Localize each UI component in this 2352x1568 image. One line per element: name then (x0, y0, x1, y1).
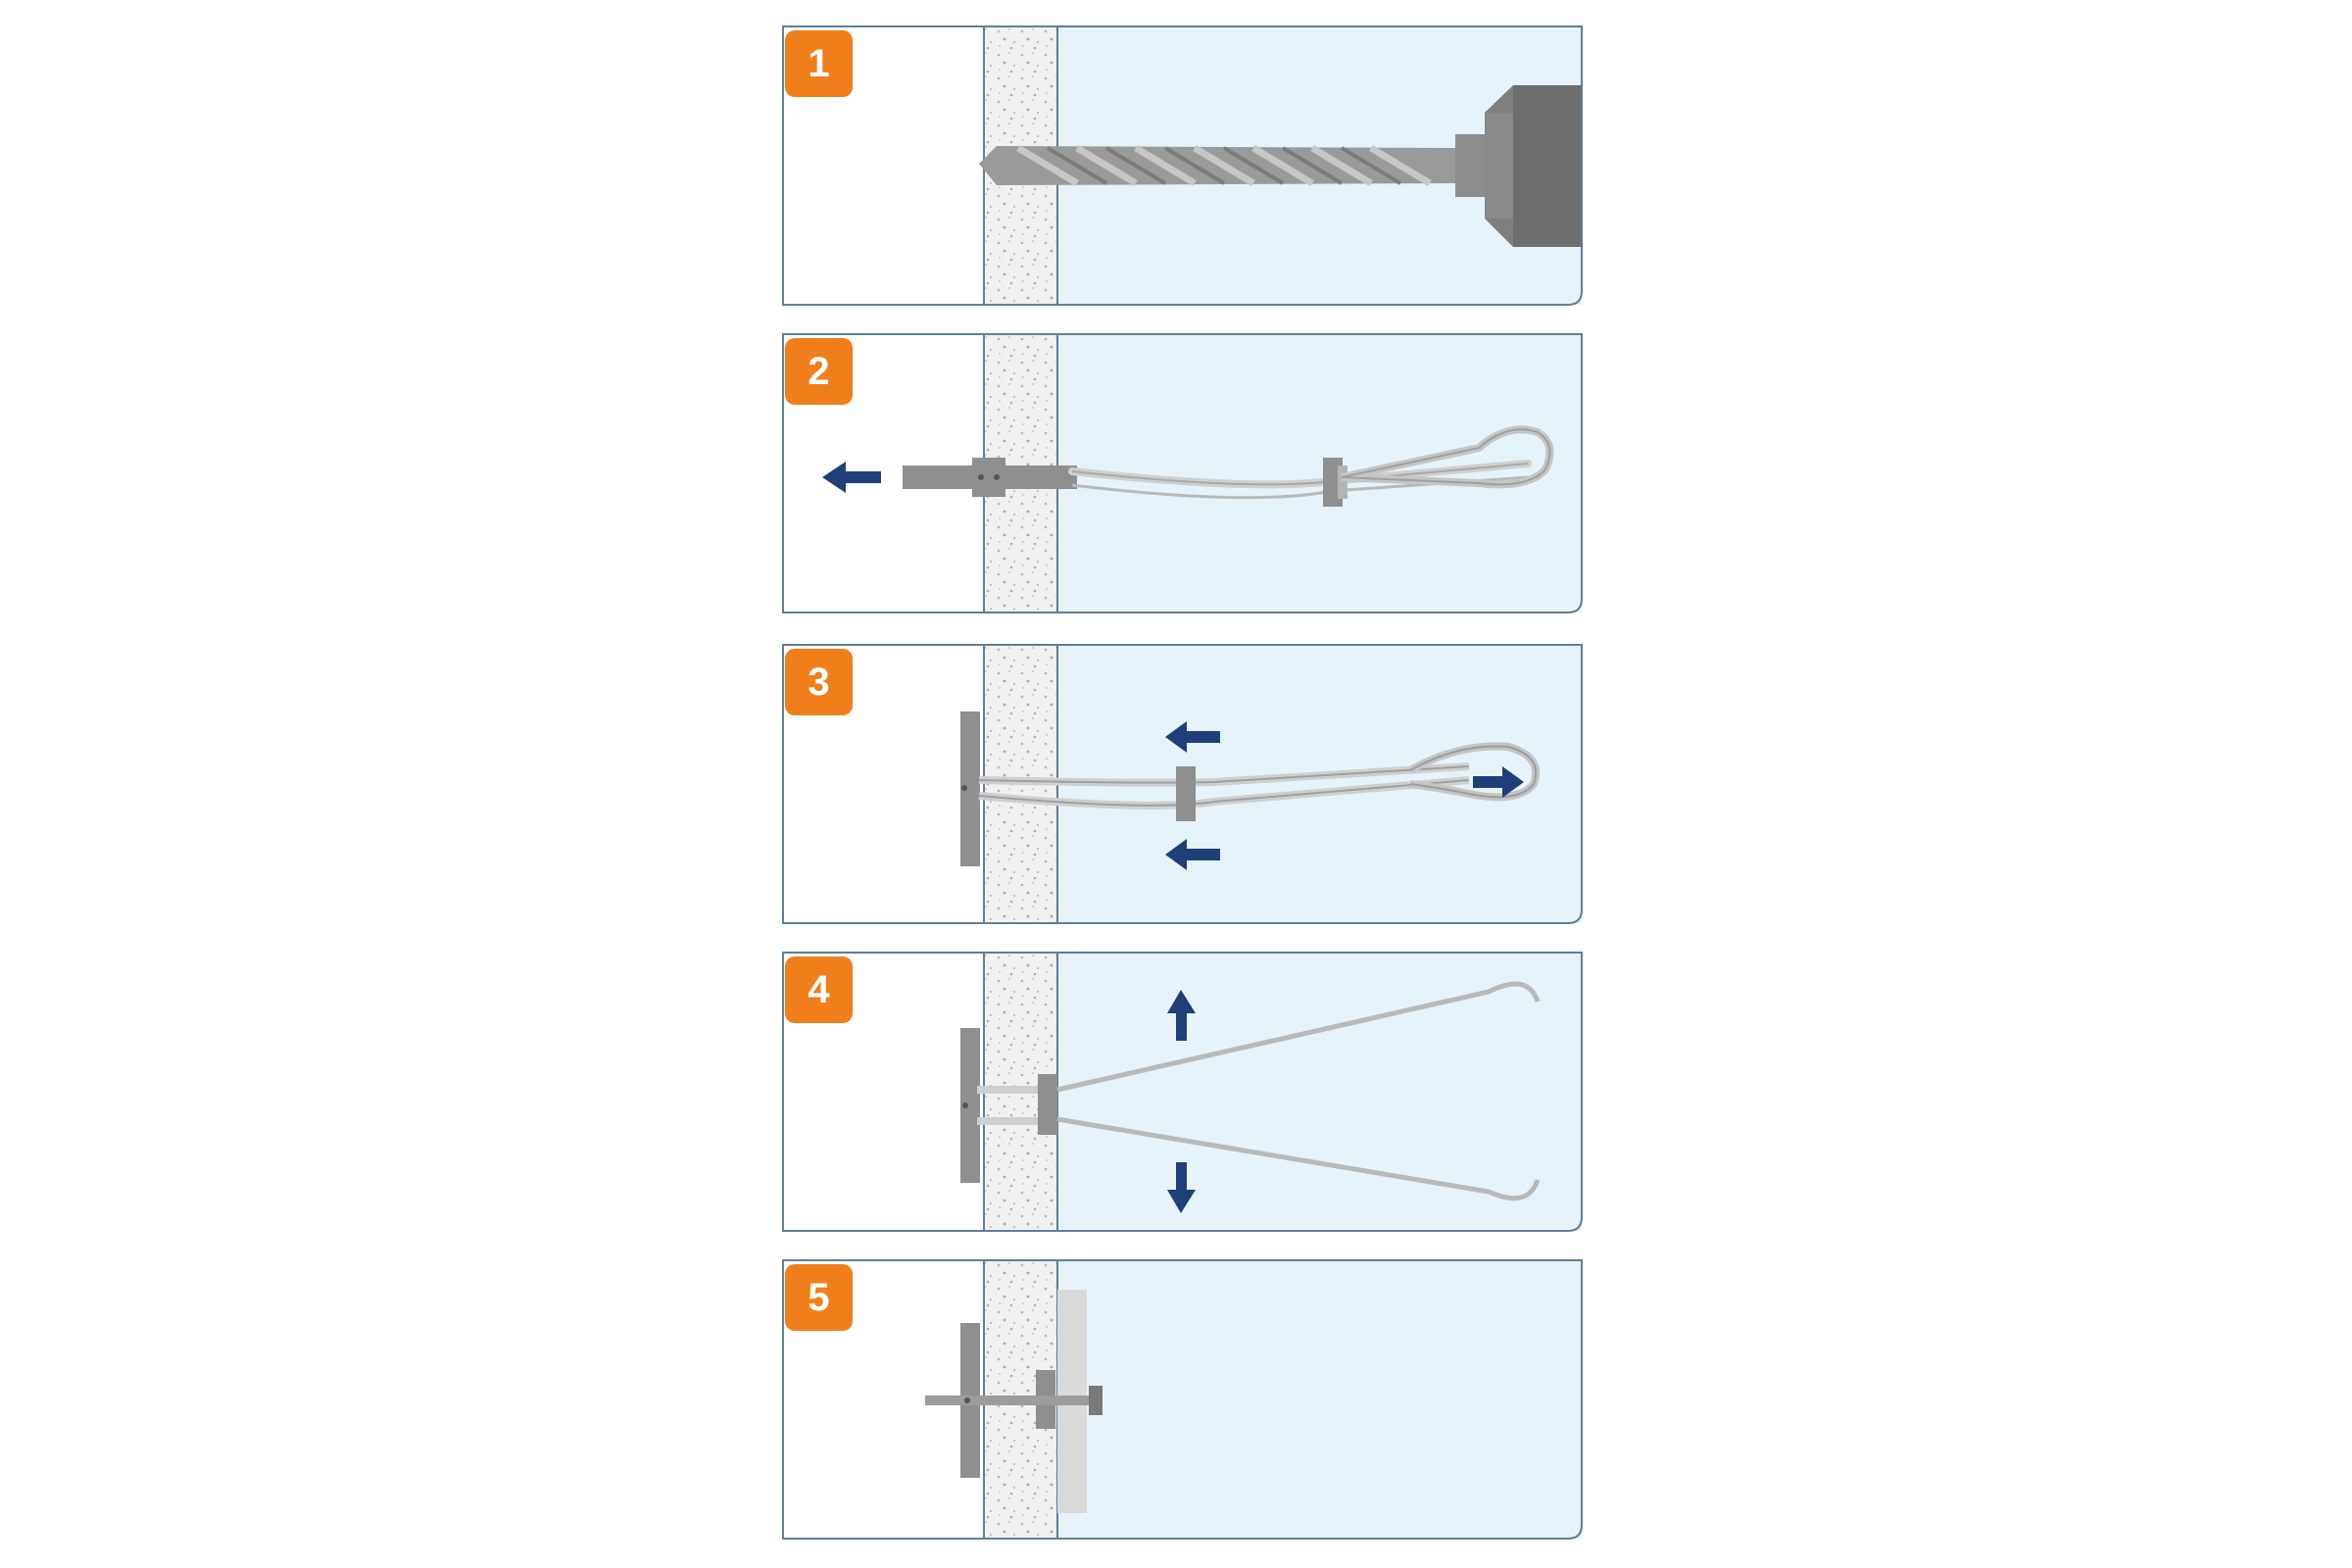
strap-upper (1056, 981, 1541, 1093)
panel-frame (782, 333, 1583, 613)
panel-frame (782, 644, 1583, 924)
step-5-attach-fixture: 5 (782, 1259, 1583, 1540)
panel-frame (782, 25, 1583, 306)
step-2-insert-toggle: 2 (782, 333, 1583, 613)
panel-frame (782, 1259, 1583, 1540)
arrow-left-upper (1165, 721, 1220, 753)
toggle-bar (960, 711, 980, 866)
step-number-badge: 4 (785, 956, 853, 1023)
arrow-up (1167, 990, 1196, 1041)
toggle-bar (960, 1028, 980, 1183)
step-3-illustration (782, 644, 1583, 924)
strap-lower (1056, 1116, 1541, 1201)
arrow-left-lower (1165, 839, 1220, 870)
arrow-right (1473, 766, 1524, 798)
bolt (925, 1396, 1097, 1405)
step-1-drilling: 1 (782, 25, 1583, 306)
step-number-badge: 2 (785, 338, 853, 405)
step-1-illustration (782, 25, 1583, 306)
step-4-snap-straps: 4 (782, 952, 1583, 1232)
arrow-left (822, 462, 881, 493)
step-5-illustration (782, 1259, 1583, 1540)
plastic-collar (1176, 766, 1196, 821)
step-number-badge: 3 (785, 649, 853, 715)
step-4-illustration (782, 952, 1583, 1232)
drill-bit (979, 144, 1459, 187)
step-number-badge: 5 (785, 1264, 853, 1331)
plastic-collar (1038, 1074, 1057, 1135)
panel-frame (782, 952, 1583, 1232)
bolt-head (1089, 1386, 1102, 1415)
step-number-badge: 1 (785, 30, 853, 97)
step-2-illustration (782, 333, 1583, 613)
step-3-pull-back: 3 (782, 644, 1583, 924)
drill-chuck (1455, 85, 1582, 247)
arrow-down (1167, 1162, 1196, 1213)
